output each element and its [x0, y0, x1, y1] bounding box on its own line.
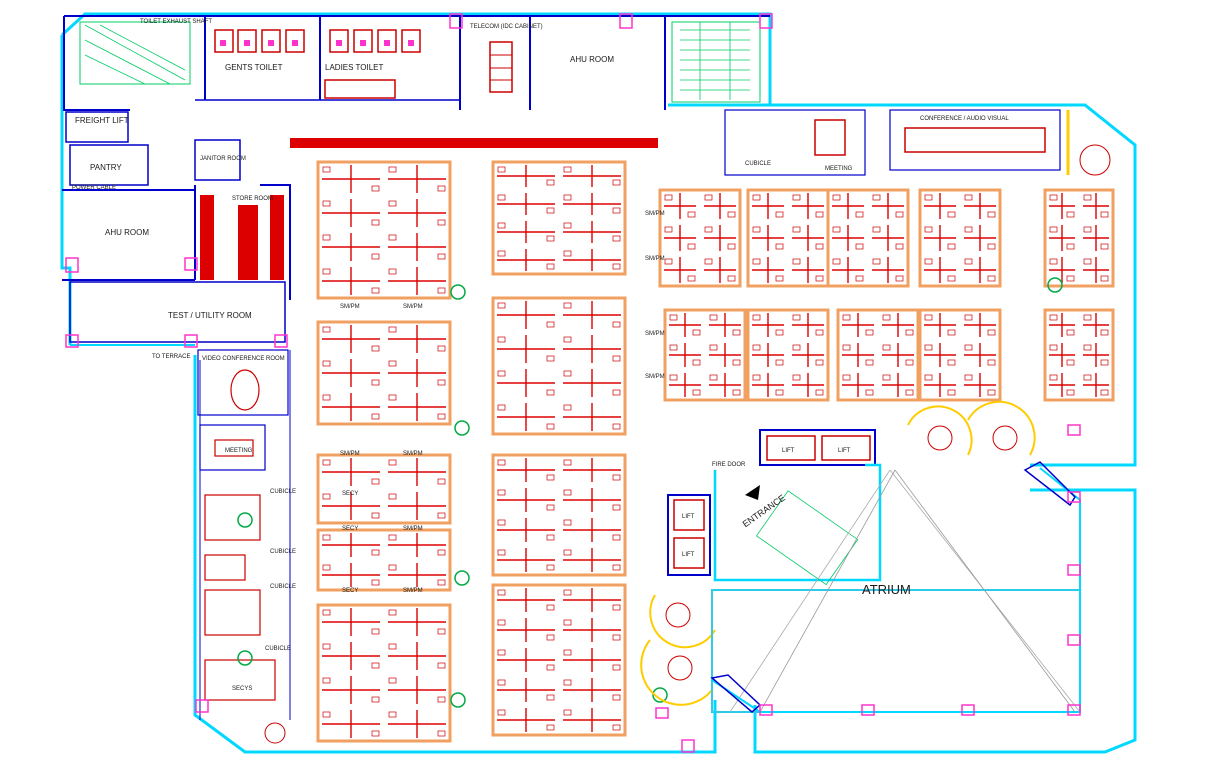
conference-av-label: CONFERENCE / AUDIO VISUAL	[920, 116, 1009, 122]
entrance-atrium: ENTRANCE ATRIUM	[710, 461, 1081, 716]
ws-tag-7: SM/PM	[403, 526, 423, 532]
ws-cluster-c3	[826, 188, 910, 288]
ws-tag-13: SM/PM	[645, 374, 665, 380]
pantry-label: PANTRY	[90, 163, 122, 172]
ws-cluster-a2	[316, 320, 452, 426]
secys-label: SECYS	[232, 686, 252, 692]
ws-cluster-b2	[491, 296, 627, 436]
ws-cluster-d5	[1043, 308, 1115, 402]
ws-cluster-c2	[746, 188, 830, 288]
ws-tag-11: SM/PM	[645, 256, 665, 262]
ws-cluster-b4	[491, 583, 627, 737]
meeting-top-label: MEETING	[825, 166, 853, 172]
cubicle-label-2: CUBICLE	[270, 549, 296, 555]
outer-walls	[60, 12, 1137, 754]
ws-cluster-b1	[491, 160, 627, 276]
ws-cluster-a1	[316, 160, 452, 300]
ws-cluster-c5	[1043, 188, 1115, 288]
workstation-grid: SM/PM SM/PM SM/PM SM/PM SECY SECY SM/PM SECY SM/…	[237, 160, 1115, 743]
plant-icon	[237, 512, 253, 528]
plant-icon	[454, 420, 470, 436]
ws-tag-9: SM/PM	[403, 588, 423, 594]
ws-tag-12: SM/PM	[645, 331, 665, 337]
ws-cluster-a3	[316, 453, 452, 525]
toilet-stalls	[214, 29, 421, 99]
plant-icon	[237, 650, 253, 666]
structural-columns	[65, 13, 1081, 753]
ladies-toilet-label: LADIES TOILET	[325, 63, 384, 72]
janitor-label: JANITOR ROOM	[200, 156, 246, 162]
ws-cluster-a5	[316, 603, 452, 743]
lift-b-label: LIFT	[838, 448, 851, 454]
lift-d-label: LIFT	[682, 552, 695, 558]
ws-cluster-b3	[491, 453, 627, 577]
lift-core: LIFT LIFT LIFT LIFT FIRE DOOR	[640, 400, 1036, 706]
fire-door-label: FIRE DOOR	[712, 462, 746, 468]
video-conference-label: VIDEO CONFERENCE ROOM	[202, 356, 285, 362]
plant-icon	[652, 687, 668, 703]
cubicle-label-3: CUBICLE	[270, 584, 296, 590]
ws-tag-4: SM/PM	[403, 451, 423, 457]
ws-tag-10: SM/PM	[645, 211, 665, 217]
ws-cluster-d3	[836, 308, 920, 402]
ws-tag-6: SECY	[342, 526, 358, 532]
ws-cluster-d1	[663, 308, 747, 402]
plant-icon	[450, 284, 466, 300]
cubicle-top-label: CUBICLE	[745, 161, 771, 167]
ws-tag-5: SECY	[342, 491, 358, 497]
plant-icon	[450, 692, 466, 708]
ws-tag-3: SM/PM	[340, 451, 360, 457]
entrance-label: ENTRANCE	[741, 493, 787, 530]
store-room-label: STORE ROOM	[232, 196, 273, 202]
top-right-rooms: CUBICLE MEETING CONFERENCE / AUDIO VISUA…	[724, 109, 1111, 176]
ws-cluster-c4	[918, 188, 1002, 288]
cubicle-label-1: CUBICLE	[270, 489, 296, 495]
to-terrace-label: TO TERRACE	[152, 354, 190, 360]
cubicle-label-4: CUBICLE	[265, 646, 291, 652]
ws-tag-2: SM/PM	[403, 304, 423, 310]
ws-tag-8: SECY	[342, 588, 358, 594]
ws-tag-1: SM/PM	[340, 304, 360, 310]
ws-cluster-d2	[746, 308, 830, 402]
ahu-room-top-label: AHU ROOM	[570, 55, 614, 64]
ahu-room-left-label: AHU ROOM	[105, 228, 149, 237]
telecom-label: TELECOM (IDC CABINET)	[470, 24, 543, 30]
exhaust-shaft-label: TOILET EXHAUST SHAFT	[140, 19, 212, 25]
atrium-label: ATRIUM	[862, 582, 911, 597]
plant-icon	[454, 570, 470, 586]
gents-toilet-label: GENTS TOILET	[225, 63, 283, 72]
left-wing-rooms: VIDEO CONFERENCE ROOM MEETING CUBICLE CU…	[197, 349, 296, 744]
lift-c-label: LIFT	[682, 514, 695, 520]
plant-icon	[1047, 277, 1063, 293]
power-cable-label: POWER CABLE	[72, 185, 116, 191]
meeting-left-label: MEETING	[225, 448, 253, 454]
test-utility-label: TEST / UTILITY ROOM	[168, 311, 252, 320]
ws-cluster-c1	[658, 188, 742, 288]
ws-cluster-d4	[918, 308, 1002, 402]
service-core: TOILET EXHAUST SHAFT GENTS TOILET LADIES…	[65, 19, 761, 360]
lift-a-label: LIFT	[782, 448, 795, 454]
ws-cluster-a4	[316, 528, 452, 592]
freight-lift-label: FREIGHT LIFT	[75, 116, 129, 125]
